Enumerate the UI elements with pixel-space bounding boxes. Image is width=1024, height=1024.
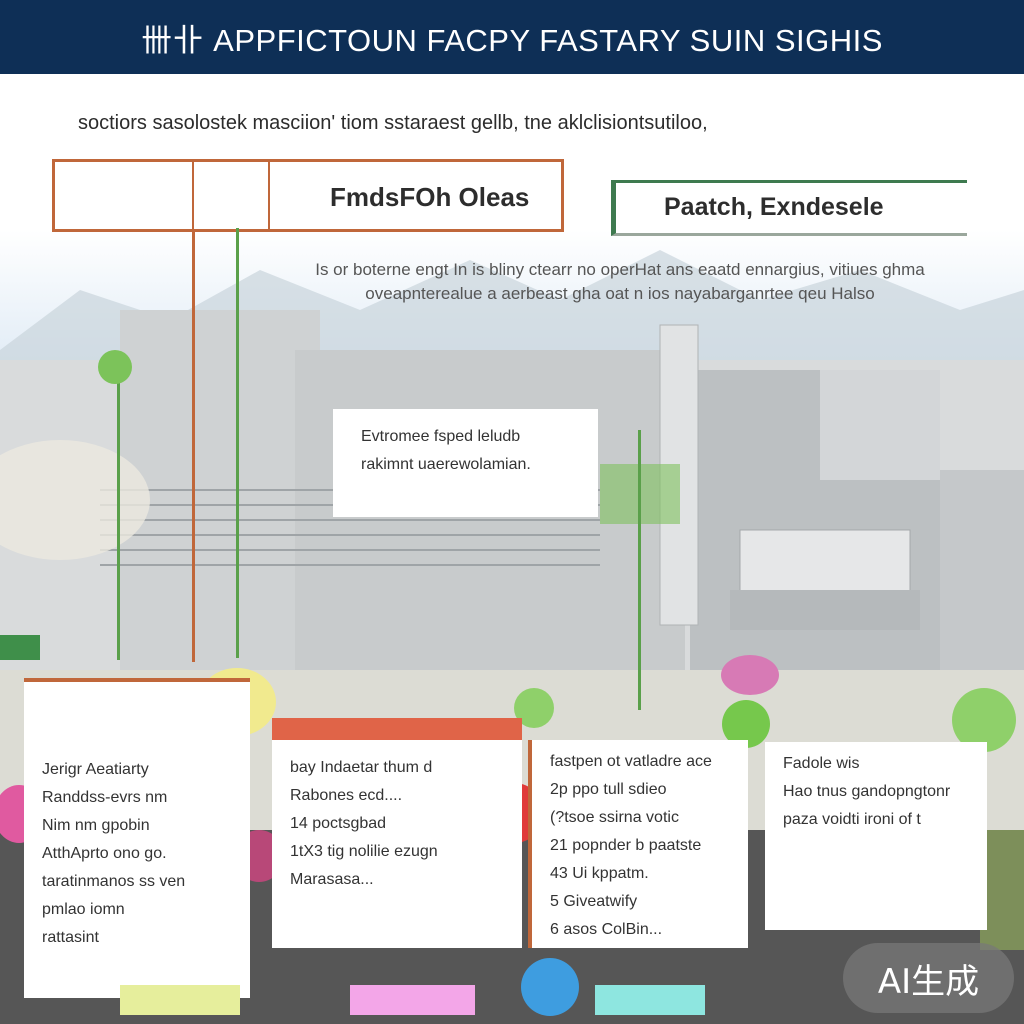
- description: Is or boterne engt In is bliny ctearr no…: [240, 258, 1000, 306]
- card-line: Randdss-evrs nm: [42, 789, 168, 806]
- connector-line: [117, 370, 120, 660]
- card-line: taratinmanos ss ven: [42, 873, 186, 890]
- box-divider: [192, 162, 194, 229]
- info-card: Jerigr Aeatiarty Randdss-evrs nm Nim nm …: [24, 678, 250, 998]
- card-line: (?tsoe ssirna votic: [550, 809, 679, 826]
- card-line: 2p ppo tull sdieo: [550, 781, 667, 798]
- card-line: paza voidti ironi of t: [783, 811, 921, 828]
- connector-line: [638, 430, 641, 710]
- card-line: Marasasa...: [290, 871, 374, 888]
- color-stripe: [595, 985, 705, 1015]
- info-card: Fadole wis Hao tnus gandopngtonr paza vo…: [765, 742, 987, 930]
- blue-node-icon: [521, 958, 579, 1016]
- card-line: 1tX3 tig nolilie ezugn: [290, 843, 438, 860]
- left-heading-label: FmdsFOh Oleas: [330, 182, 530, 212]
- right-heading-box: Paatch, Exndesele: [611, 180, 967, 236]
- card-line: fastpen ot vatladre ace: [550, 753, 712, 770]
- card-line: AtthAprto ono go.: [42, 845, 167, 862]
- description-line: Is or boterne engt In is bliny ctearr no…: [315, 260, 925, 279]
- card-line: Jerigr Aeatiarty: [42, 761, 149, 778]
- green-node-icon: [98, 350, 132, 384]
- card-line: 5 Giveatwify: [550, 893, 638, 910]
- color-stripe: [350, 985, 475, 1015]
- left-heading-box: FmdsFOh Oleas: [52, 159, 564, 232]
- connector-line: [236, 228, 239, 658]
- info-card: bay Indaetar thum d Rabones ecd.... 14 p…: [272, 718, 522, 948]
- callout-line: Evtromee fsped leludb: [361, 428, 521, 445]
- color-stripe: [120, 985, 240, 1015]
- page-title: 卌卝 APPFICTOUN FACPY FASTARY SUIN SIGHIS: [141, 22, 883, 58]
- header-bar: 卌卝 APPFICTOUN FACPY FASTARY SUIN SIGHIS: [0, 0, 1024, 74]
- card-line: 43 Ui kppatm.: [550, 865, 649, 882]
- card-line: Fadole wis: [783, 755, 860, 772]
- right-heading-label: Paatch, Exndesele: [664, 193, 884, 221]
- card-line: bay Indaetar thum d: [290, 759, 433, 776]
- card-line: pmlao iomn: [42, 901, 125, 918]
- callout-line: rakimnt uaerewolamian.: [361, 456, 531, 473]
- connector-line: [192, 232, 195, 662]
- ai-generated-watermark: AI生成: [843, 943, 1014, 1013]
- callout-box: Evtromee fsped leludb rakimnt uaerewolam…: [333, 409, 598, 517]
- card-line: rattasint: [42, 929, 99, 946]
- description-line: oveapnterealue a aerbeast gha oat n ios …: [365, 284, 875, 303]
- card-line: Rabones ecd....: [290, 787, 403, 804]
- info-card: fastpen ot vatladre ace 2p ppo tull sdie…: [528, 740, 748, 948]
- card-line: 14 poctsgbad: [290, 815, 387, 832]
- card-line: Nim nm gpobin: [42, 817, 150, 834]
- card-line: Hao tnus gandopngtonr: [783, 783, 951, 800]
- box-divider: [268, 162, 270, 229]
- flower-icon: [721, 655, 779, 695]
- card-line: 6 asos ColBin...: [550, 921, 663, 938]
- subtitle: soctiors sasolostek masciion' tiom sstar…: [78, 112, 708, 134]
- card-line: 21 popnder b paatste: [550, 837, 702, 854]
- green-node-icon: [952, 688, 1016, 752]
